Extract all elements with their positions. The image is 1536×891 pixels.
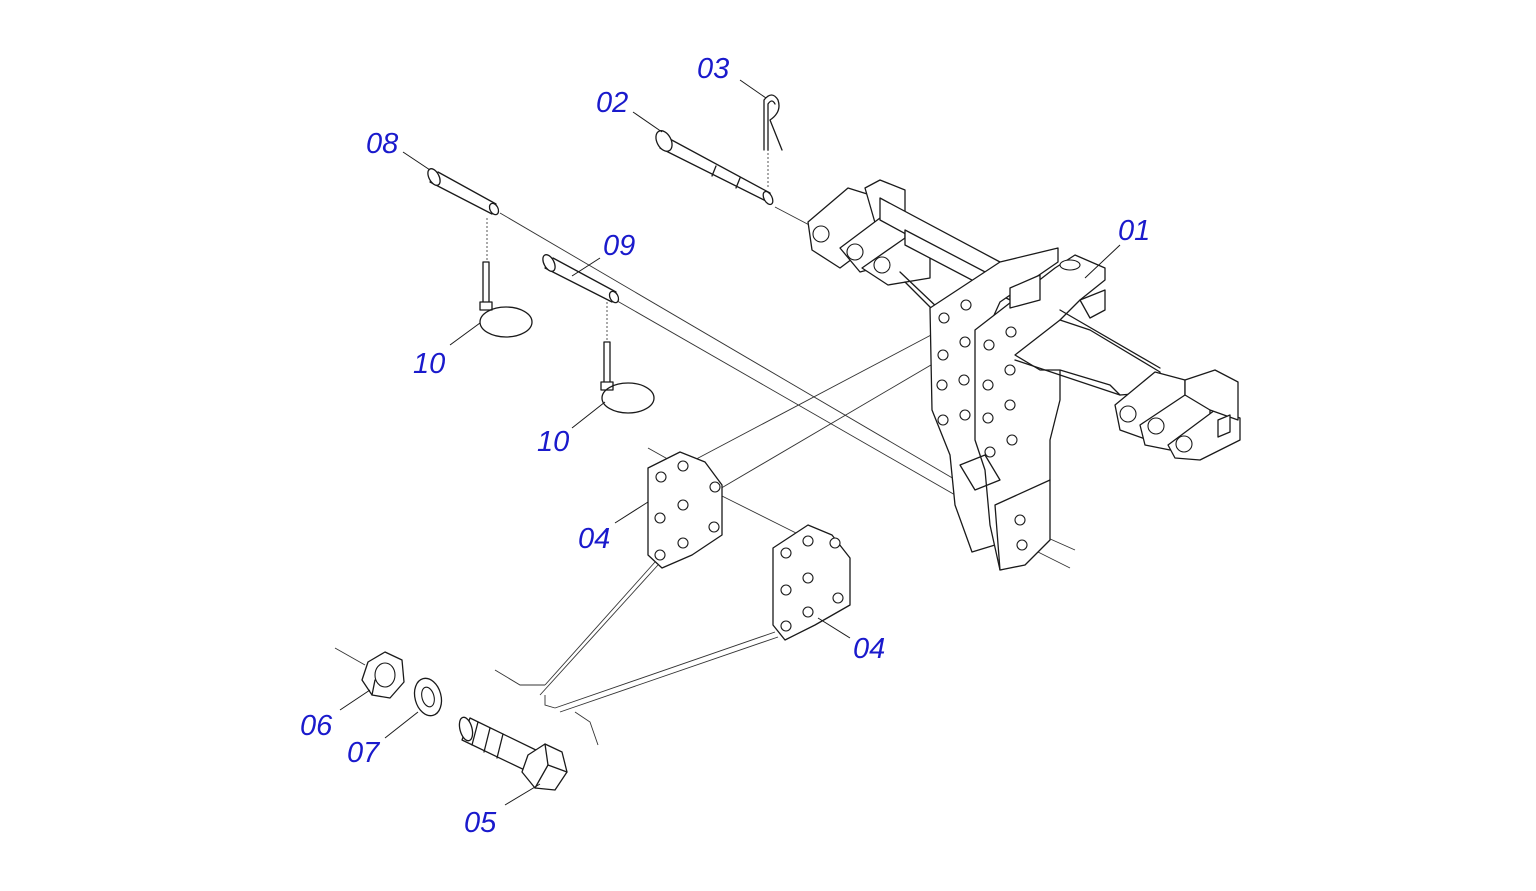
callout-04-left: 04 (578, 523, 610, 555)
clevis-pin-08 (427, 168, 500, 216)
clevis-pin-09 (542, 254, 620, 304)
spacer-plate-04-left (647, 451, 723, 569)
lynch-pin-10-lower (600, 341, 655, 414)
callout-09: 09 (603, 230, 635, 262)
spacer-plate-04-right (772, 524, 851, 641)
callout-10-upper: 10 (413, 348, 445, 380)
callout-08: 08 (366, 128, 398, 160)
leader-lines (339, 79, 1121, 806)
hex-nut (361, 651, 405, 699)
callout-07: 07 (347, 737, 381, 769)
lynch-pin-10-upper (479, 261, 533, 338)
main-pin (655, 130, 774, 206)
callout-05: 05 (464, 807, 497, 839)
main-bracket-frame (807, 179, 1241, 571)
callout-04-right: 04 (853, 633, 885, 665)
r-clip (763, 94, 783, 151)
callout-02: 02 (596, 87, 628, 119)
hex-bolt (458, 716, 568, 791)
washer (413, 677, 443, 717)
alignment-lines (334, 125, 1076, 746)
callout-06: 06 (300, 710, 333, 742)
callout-10-lower: 10 (537, 426, 569, 458)
callout-03: 03 (697, 53, 729, 85)
callout-01: 01 (1118, 215, 1150, 247)
callout-labels: 01 02 03 04 04 05 06 07 08 09 10 10 (300, 53, 1150, 839)
